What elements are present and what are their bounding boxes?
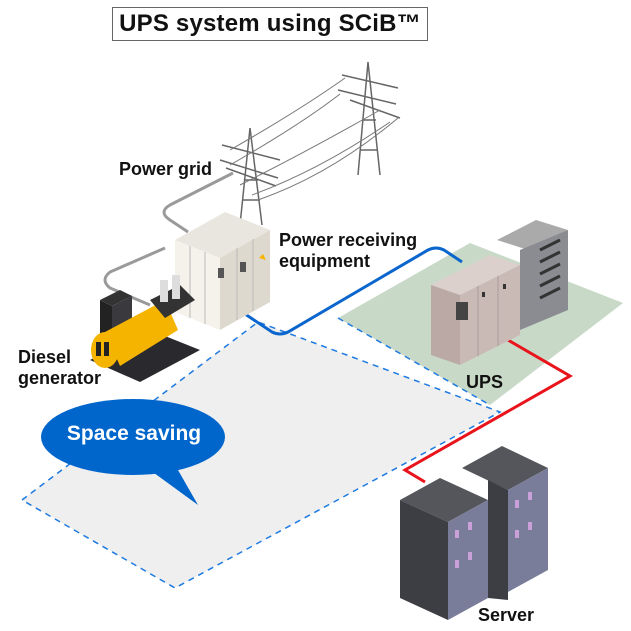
callout-text: Space saving (66, 422, 202, 445)
diesel-generator-icon (90, 275, 200, 382)
saved-floor-edge (337, 317, 491, 406)
grid-line-generator-to-receiving (103, 246, 166, 307)
server-rack-icon (400, 446, 548, 620)
power-tower-icon (219, 61, 401, 226)
saved-floor-area (20, 321, 502, 589)
grid-line-tower-to-receiving (162, 171, 234, 234)
label-server: Server (478, 605, 535, 625)
line-receiving-to-ups (241, 246, 463, 336)
label-ups: UPS (466, 372, 504, 392)
label-diesel-line1: Diesel (18, 347, 72, 367)
label-diesel-generator: Diesel generator (18, 347, 101, 389)
space-saving-callout (41, 399, 225, 505)
label-power-receiving-line1: Power receiving (279, 230, 418, 250)
label-diesel-line2: generator (18, 368, 102, 388)
power-receiving-equipment-icon (175, 212, 270, 330)
label-power-grid: Power grid (119, 159, 213, 179)
ups-cabinet-icon (431, 220, 568, 365)
page-title: UPS system using SCiB™ (112, 7, 428, 41)
label-power-receiving-line2: equipment (279, 251, 371, 271)
label-power-receiving: Power receiving equipment (279, 230, 417, 272)
line-ups-to-server (402, 338, 574, 484)
